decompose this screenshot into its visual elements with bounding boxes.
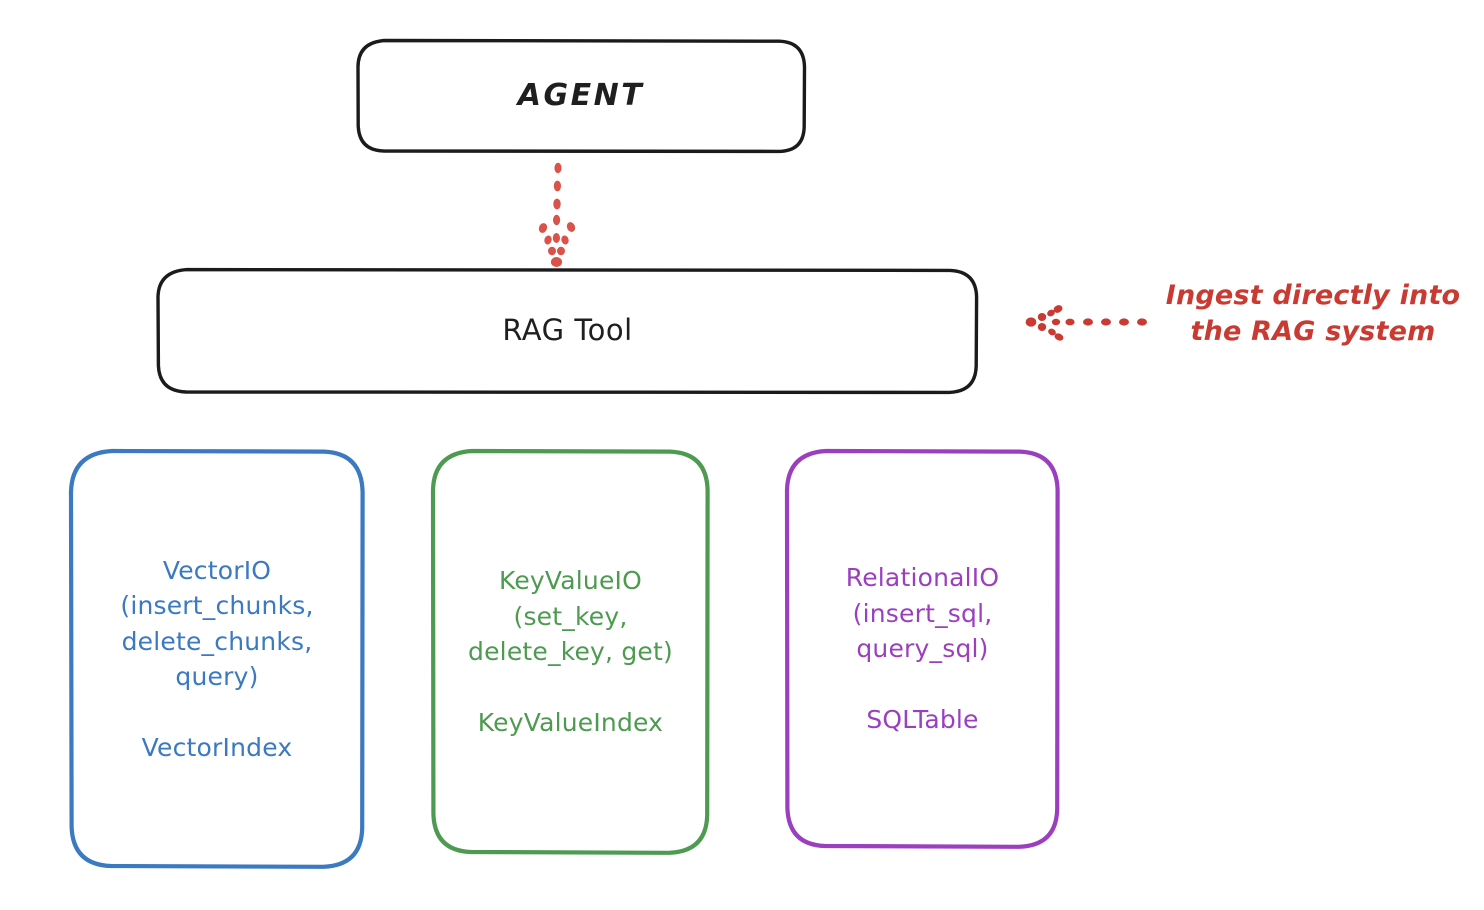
connector-ingest-to-rag-tool bbox=[1025, 305, 1147, 341]
annotation-ingest-note: Ingest directly into the RAG system bbox=[1165, 280, 1461, 347]
connector-dot bbox=[1101, 318, 1111, 326]
connector-dot bbox=[1119, 318, 1129, 326]
arrowhead-tip bbox=[550, 257, 563, 267]
connector-dot bbox=[553, 198, 561, 210]
arrowhead-dot bbox=[561, 235, 569, 245]
arrowhead-dot bbox=[544, 235, 552, 245]
node-vector-io[interactable]: VectorIO (insert_chunks, delete_chunks, … bbox=[68, 448, 366, 870]
connector-dot bbox=[1065, 318, 1075, 326]
node-key-value-io[interactable]: KeyValueIO (set_key, delete_key, get) Ke… bbox=[430, 448, 711, 856]
connector-dot bbox=[554, 162, 562, 174]
arrowhead-dot bbox=[1054, 333, 1064, 341]
arrowhead-dot bbox=[538, 223, 548, 233]
connector-agent-to-rag-tool bbox=[538, 162, 576, 267]
node-rag-tool-label: RAG Tool bbox=[502, 313, 633, 348]
arrowhead-dot bbox=[1047, 309, 1055, 317]
arrowhead-dot bbox=[1037, 323, 1047, 331]
arrowhead-dot bbox=[1037, 313, 1047, 321]
node-rag-tool[interactable]: RAG Tool bbox=[155, 267, 980, 395]
arrowhead-dot bbox=[557, 246, 565, 256]
arrowhead-dot bbox=[1053, 305, 1063, 313]
node-vector-io-label: VectorIO (insert_chunks, delete_chunks, … bbox=[120, 555, 314, 763]
arrowhead-dot bbox=[552, 233, 560, 243]
node-relational-io-label: RelationalIO (insert_sql, query_sql) SQL… bbox=[845, 563, 1000, 735]
connector-dot bbox=[1051, 318, 1061, 326]
arrowhead-dot bbox=[1048, 328, 1056, 336]
node-agent-label: AGENT bbox=[517, 77, 645, 113]
connector-dot bbox=[553, 180, 561, 192]
arrowhead-dot bbox=[566, 222, 576, 232]
connector-dot bbox=[553, 214, 561, 226]
node-key-value-io-label: KeyValueIO (set_key, delete_key, get) Ke… bbox=[468, 566, 673, 738]
arrowhead-dot bbox=[548, 246, 556, 256]
connector-dot bbox=[1137, 318, 1147, 326]
arrowhead-tip bbox=[1025, 317, 1037, 327]
node-agent[interactable]: AGENT bbox=[355, 38, 807, 154]
node-relational-io[interactable]: RelationalIO (insert_sql, query_sql) SQL… bbox=[784, 448, 1061, 850]
connector-dot bbox=[1083, 318, 1093, 326]
